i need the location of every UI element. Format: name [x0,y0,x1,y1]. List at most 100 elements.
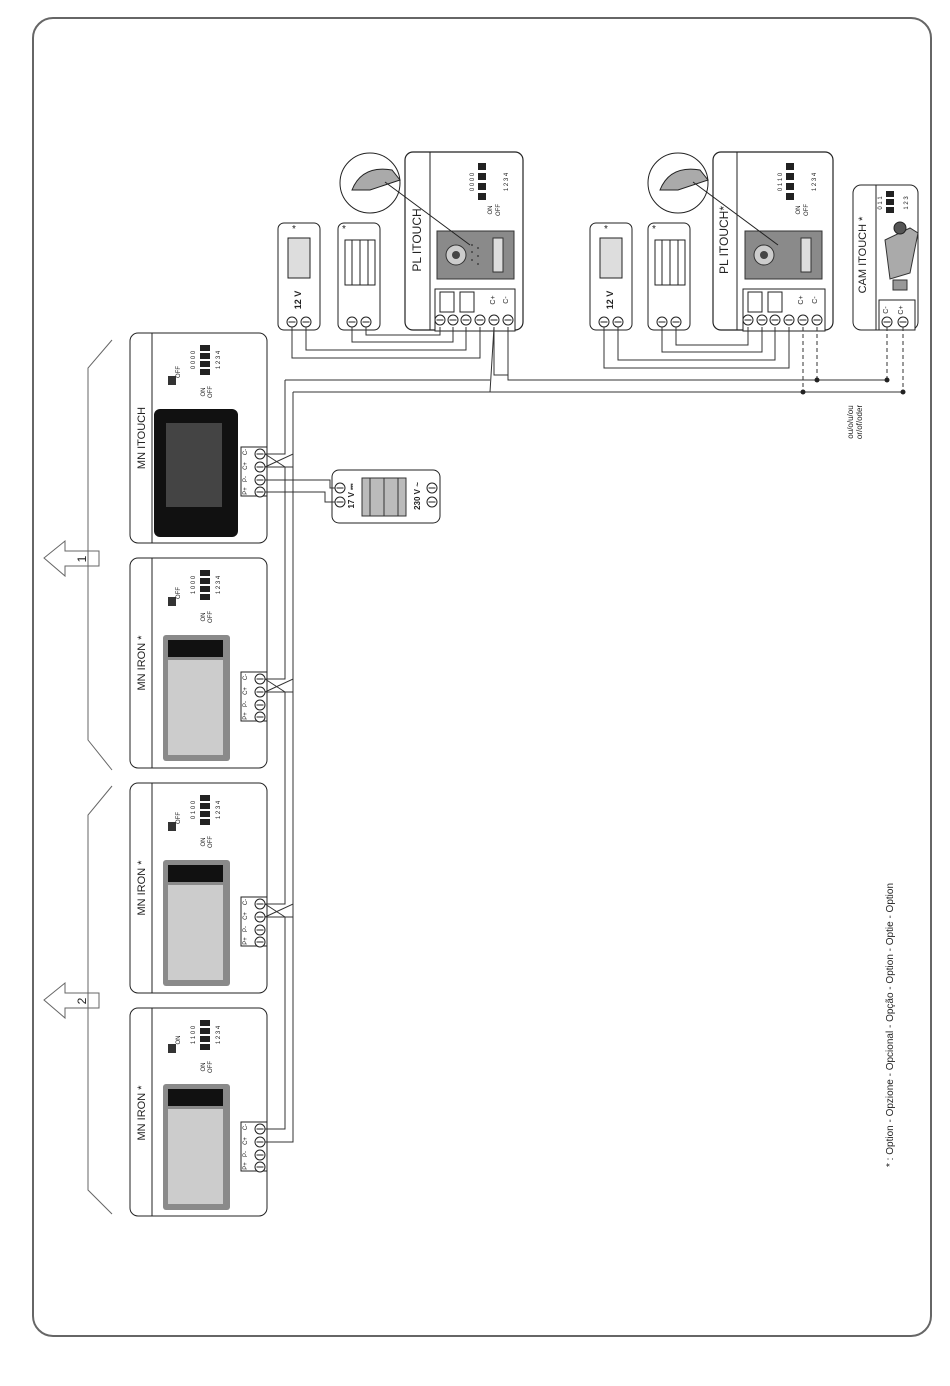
svg-text:1: 1 [75,555,89,562]
svg-text:MN IRON *: MN IRON * [136,1085,148,1141]
monitor-dip-switch: 1 2 3 4 0 0 0 0 ON OFF OFF [168,345,222,398]
outdoor-panel-1: PL ITOUCH 0 0 0 0 1 2 3 4 ON OFF C+ C- [339,151,524,332]
svg-text:0 1 1 0: 0 1 1 0 [778,172,784,191]
svg-text:C-: C- [243,899,249,905]
svg-text:1 2 3 4: 1 2 3 4 [216,800,222,819]
outdoor-panel-2: PL ITOUCH* 0 1 1 0 1 2 3 4 ON OFF C+ C- [647,151,834,332]
svg-text:C+: C+ [243,912,249,920]
svg-text:ON: ON [201,613,207,622]
camera-unit: CAM ITOUCH * 0 1 1 1 2 3 C- C+ [852,184,919,331]
svg-text:C-: C- [503,296,510,304]
svg-text:C-: C- [243,1124,249,1130]
svg-text:12 V: 12 V [293,291,303,310]
svg-text:P-: P- [243,476,249,482]
outdoor-panel-1-dip-switch: 0 0 0 0 1 2 3 4 ON OFF [470,163,510,216]
svg-text:P+: P+ [243,487,249,495]
svg-text:*: * [292,224,296,235]
svg-text:MN IRON *: MN IRON * [136,635,148,691]
svg-text:C-: C- [883,306,890,314]
svg-text:MN IRON *: MN IRON * [136,860,148,916]
lock-icon [287,237,311,279]
svg-text:ON: ON [796,206,802,215]
outdoor-panel-1-name: PL ITOUCH [410,208,424,271]
svg-text:1 2 3 4: 1 2 3 4 [812,172,818,191]
or-label-2: or/of/oder [855,405,864,440]
svg-text:P-: P- [243,926,249,932]
footnote: * : Option - Opzione - Opcional - Opção … [885,883,896,1167]
lock-terminal-icon [439,291,455,313]
group-bracket-2: 2 [43,785,113,1215]
svg-text:OFF: OFF [208,386,214,398]
svg-text:1 2 3 4: 1 2 3 4 [216,1025,222,1044]
svg-text:P+: P+ [243,937,249,945]
svg-text:OFF: OFF [804,204,810,216]
svg-text:C-: C- [812,296,819,304]
svg-text:0 0 0 0: 0 0 0 0 [470,172,476,191]
svg-text:P-: P- [243,701,249,707]
svg-text:P+: P+ [243,712,249,720]
svg-text:OFF: OFF [208,1061,214,1073]
svg-text:*: * [342,224,346,235]
svg-text:1 0 0 0: 1 0 0 0 [191,575,197,594]
outdoor-panel-2-dip-switch: 0 1 1 0 1 2 3 4 ON OFF [778,163,818,216]
svg-text:0 0 0 0: 0 0 0 0 [191,350,197,369]
psu-output-label: 17 V ⎓ [347,483,356,509]
svg-text:1 2 3 4: 1 2 3 4 [216,350,222,369]
svg-text:C+: C+ [798,295,805,304]
svg-text:ON: ON [201,1063,207,1072]
monitor-mn-iron-1: MN IRON * 1 2 3 4 1 0 0 0 ON OFF OFF C- … [129,557,268,769]
svg-text:C+: C+ [243,1137,249,1145]
lock-output-icon [767,291,783,313]
svg-text:ON: ON [201,838,207,847]
psu-input-label: 230 V ~ [413,482,422,510]
svg-text:C+: C+ [243,462,249,470]
svg-text:ON: ON [201,388,207,397]
electric-lock-1: 12 V * [277,222,321,331]
lock-output-icon [459,291,475,313]
or-label-1: ou/o/u/ou [846,405,855,438]
svg-text:C-: C- [243,674,249,680]
svg-text:OFF: OFF [176,587,182,599]
svg-text:2: 2 [75,997,89,1004]
svg-text:MN ITOUCH: MN ITOUCH [136,407,148,469]
svg-text:*: * [604,224,608,235]
svg-text:1 1 0 0: 1 1 0 0 [191,1025,197,1044]
svg-text:1 2 3 4: 1 2 3 4 [504,172,510,191]
camera-dip-switch: 0 1 1 1 2 3 [878,191,910,213]
monitor-dip-switch: 1 2 3 4 1 0 0 0 ON OFF OFF [168,570,222,623]
svg-text:P-: P- [243,1151,249,1157]
svg-text:C+: C+ [898,305,905,314]
lock-icon [599,237,623,279]
monitor-mn-iron-2: MN IRON * 1 2 3 4 0 1 0 0 ON OFF OFF C- … [129,782,268,994]
svg-text:OFF: OFF [176,812,182,824]
electric-lock-2: 12 V * [589,222,633,331]
camera-name: CAM ITOUCH * [857,216,869,294]
lock-terminal-icon [747,291,763,313]
svg-text:P+: P+ [243,1162,249,1170]
svg-text:OFF: OFF [208,611,214,623]
monitor-dip-switch: 1 2 3 4 0 1 0 0 ON OFF OFF [168,795,222,848]
junction-dots [800,377,906,395]
svg-text:OFF: OFF [208,836,214,848]
svg-text:C-: C- [243,449,249,455]
monitor-dip-switch: 1 2 3 4 1 1 0 0 ON OFF ON [168,1020,222,1073]
group-bracket-1: 1 [43,339,113,771]
wires [264,326,904,1143]
svg-text:ON: ON [176,1036,182,1045]
svg-text:ON: ON [488,206,494,215]
security-camera-icon [884,221,919,291]
svg-text:OFF: OFF [176,366,182,378]
svg-text:*: * [652,224,656,235]
monitor-mn-iron-3: MN IRON * 1 2 3 4 1 1 0 0 ON OFF ON C- C… [129,1007,268,1217]
svg-text:1 2 3: 1 2 3 [904,196,910,210]
svg-text:C+: C+ [490,295,497,304]
svg-text:1 2 3 4: 1 2 3 4 [216,575,222,594]
svg-text:12 V: 12 V [605,291,615,310]
svg-text:OFF: OFF [496,204,502,216]
svg-text:0 1 1: 0 1 1 [878,196,884,210]
outdoor-panel-2-name: PL ITOUCH* [717,206,731,274]
page-frame [32,17,932,1337]
svg-text:0 1 0 0: 0 1 0 0 [191,800,197,819]
svg-text:C+: C+ [243,687,249,695]
